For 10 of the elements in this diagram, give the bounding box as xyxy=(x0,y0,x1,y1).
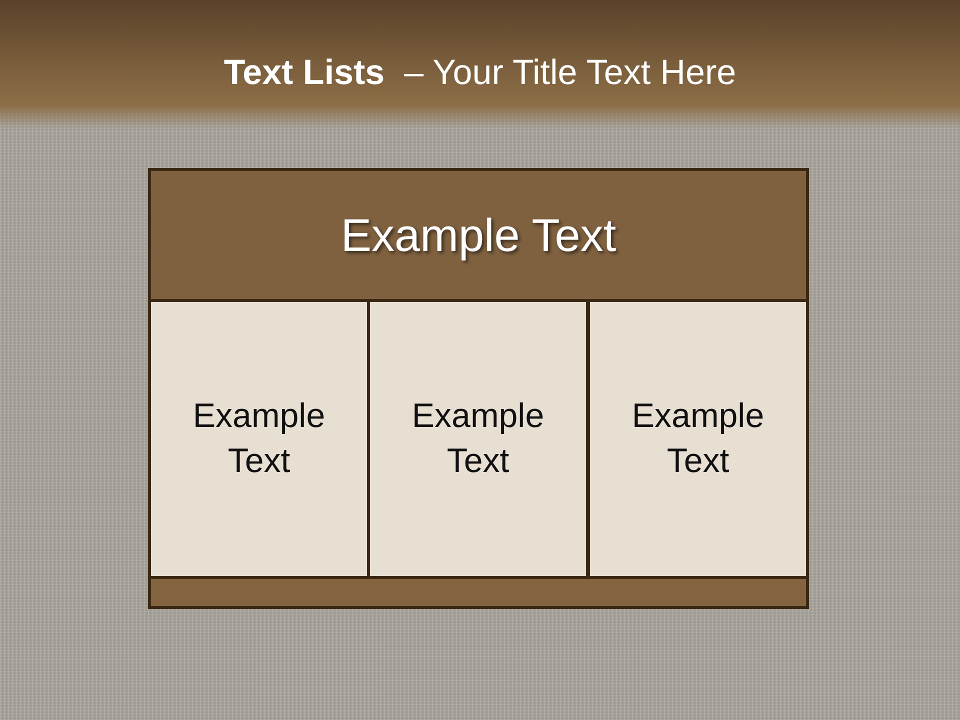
text-cell xyxy=(367,299,589,579)
node-label: Example Text xyxy=(630,396,766,482)
text-cell xyxy=(148,299,370,579)
node-label: Example Text xyxy=(192,396,326,482)
node-label: Example Text xyxy=(340,208,616,262)
footer-bar xyxy=(148,576,809,609)
node-label: Example Text xyxy=(410,396,546,482)
text-cell xyxy=(587,299,809,579)
header-box xyxy=(148,168,809,302)
slide-title: Text Lists – Your Title Text Here xyxy=(224,52,736,94)
